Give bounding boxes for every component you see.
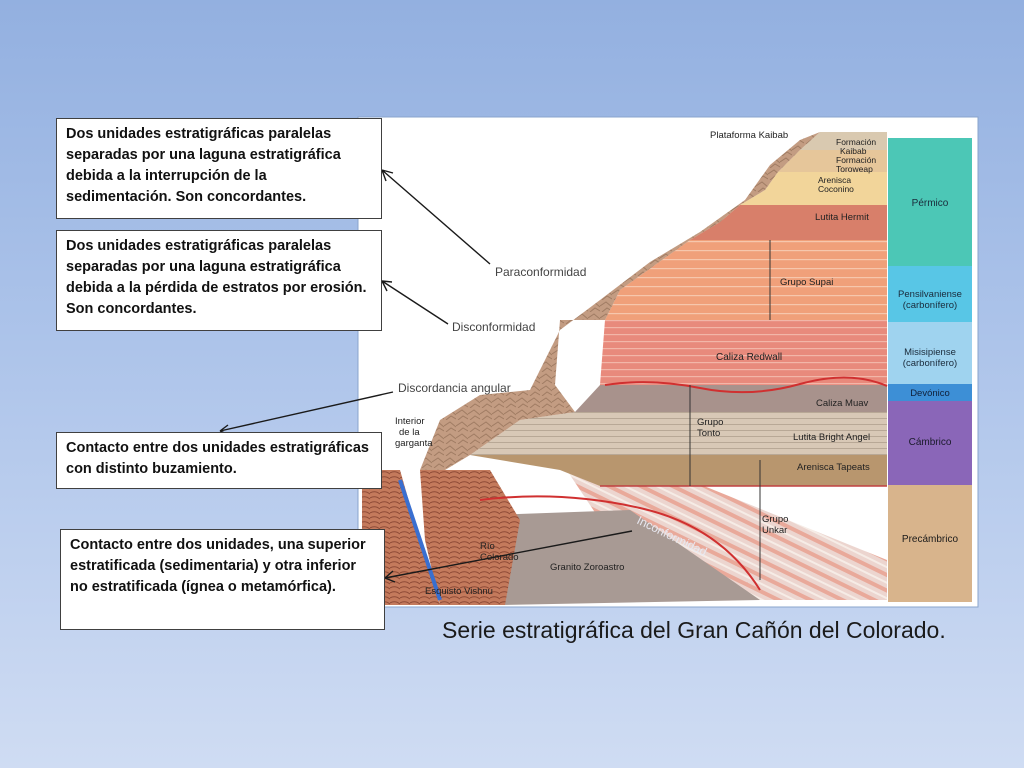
river — [398, 479, 442, 601]
redwall-layer — [600, 320, 887, 385]
muav-layer — [575, 385, 887, 412]
bright-angel-layer — [470, 412, 887, 455]
period-label-cambrico: Cámbrico — [909, 437, 952, 448]
coconino-layer — [740, 172, 887, 205]
hermit-layer — [690, 205, 887, 240]
disconformity-line — [604, 376, 888, 394]
label-esquisto-vishnu: Esquisto Vishnu — [425, 586, 493, 597]
label-lutita-hermit: Lutita Hermit — [815, 212, 869, 223]
label-caliza-redwall: Caliza Redwall — [716, 352, 782, 363]
inconformity-line — [479, 495, 761, 591]
period-label-permico: Pérmico — [912, 198, 949, 209]
period-label-devonico: Devónico — [910, 388, 950, 399]
label-paraconformidad: Paraconformidad — [495, 265, 586, 279]
period-column: Pérmico Pensilvaniense(carbonífero) Misi… — [888, 138, 972, 602]
paraconformity-explanation: Dos unidades estratigráficas paralelas s… — [56, 118, 382, 219]
period-band-devonico — [888, 384, 972, 401]
label-plataforma: Plataforma Kaibab — [710, 130, 788, 141]
period-label-misisipiense: Misisipiense(carbonífero) — [903, 347, 957, 369]
label-disconformidad: Disconformidad — [452, 320, 535, 334]
period-band-pensilvaniense — [888, 266, 972, 322]
arrow-disconformidad — [381, 280, 449, 325]
label-grupo-supai: Grupo Supai — [780, 277, 833, 288]
nonconformity-explanation: Contacto entre dos unidades, una superio… — [60, 529, 385, 630]
gorge-wall — [420, 470, 520, 605]
kaibab-layer — [800, 132, 887, 150]
arrow-paraconformidad — [381, 169, 491, 265]
cliff-face — [420, 132, 820, 470]
brackets — [689, 240, 771, 580]
angular-unconformity-explanation: Contacto entre dos unidades estratigráfi… — [56, 432, 382, 489]
supai-layer — [605, 240, 887, 320]
tapeats-layer — [470, 455, 887, 486]
disconformity-explanation: Dos unidades estratigráficas paralelas s… — [56, 230, 382, 331]
label-caliza-muav: Caliza Muav — [816, 398, 869, 409]
label-arenisca-tapeats: Arenisca Tapeats — [797, 462, 870, 473]
arrow-inconformidad — [384, 530, 633, 583]
label-granito-zoroastro: Granito Zoroastro — [550, 562, 624, 573]
period-label-precambrico: Precámbrico — [902, 534, 959, 545]
period-band-permico — [888, 138, 972, 266]
period-label-pensilvaniense: Pensilvaniense(carbonífero) — [898, 289, 962, 311]
label-lutita-bright-angel: Lutita Bright Angel — [793, 432, 870, 443]
period-band-cambrico — [888, 401, 972, 485]
toroweap-layer — [778, 150, 887, 172]
granite-block — [490, 510, 760, 605]
period-band-misisipiense — [888, 322, 972, 384]
unkar-layer — [560, 452, 887, 600]
label-discordancia: Discordancia angular — [398, 381, 511, 395]
slide-caption: Serie estratigráfica del Gran Cañón del … — [442, 617, 946, 643]
strata — [362, 132, 888, 605]
period-band-precambrico — [888, 485, 972, 602]
